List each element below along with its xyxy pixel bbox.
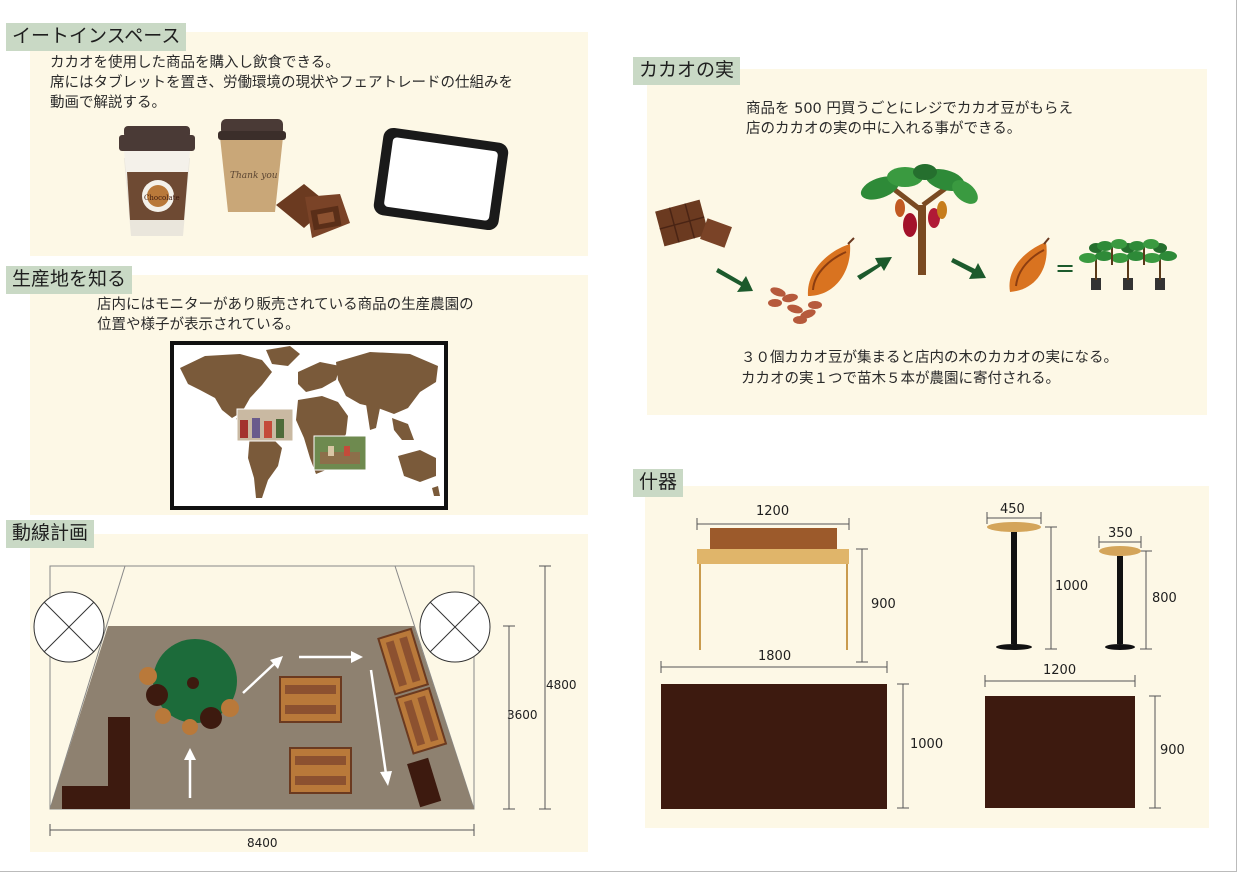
saplings-icon [1079,239,1177,290]
high-stool-large [987,522,1041,650]
arrow-1-icon [716,268,753,292]
eat-in-line-1: カカオを使用した商品を購入し飲食できる。 [50,55,340,71]
dimension-lines [49,565,551,836]
dim-stool-small-w: 350 [1108,526,1133,541]
counter-plan [661,684,887,809]
dim-counter-base-d: 1000 [910,737,944,752]
light-fixture-right-icon [419,591,491,663]
dim-stool-big-h: 1000 [1055,579,1089,594]
fixtures-title: 什器 [633,469,684,497]
cacao-beans-icon [768,287,822,324]
origin-line-1: 店内にはモニターがあり販売されている商品の生産農園の [97,297,474,313]
equals-sign: = [1055,254,1075,282]
origin-line-2: 位置や様子が表示されている。 [97,317,300,333]
cacao-pod-icon [1009,237,1050,292]
dim-stool-big-w: 450 [1000,502,1025,517]
dim-table-w: 1200 [1043,663,1077,678]
cacao-bottom-line-2: カカオの実１つで苗木５本が農園に寄付される。 [741,371,1060,387]
l-counter [62,717,130,809]
dim-width-label: 8400 [247,836,278,850]
arrow-2-icon [857,257,892,280]
dim-depth-inner-label: 3600 [507,708,538,722]
arrow-3-icon [951,258,986,279]
dim-counter-h: 900 [871,597,896,612]
cacao-tree-icon [860,164,978,275]
flow-arrows [184,651,392,798]
cup-2-label: Thank you [230,171,278,181]
chocolate-icon [276,184,350,238]
world-map [180,346,440,498]
eat-in-line-2: 席にはタブレットを置き、労働環境の現状やフェアトレードの仕組みを [50,75,513,91]
cacao-pod-open-icon [807,237,855,296]
display-shelf-1 [279,676,342,723]
cacao-bottom-line-1: ３０個カカオ豆が集まると店内の木のカカオの実になる。 [741,350,1118,366]
coffee-cup-icon: Chocolate [119,126,195,236]
origin-title: 生産地を知る [6,266,133,294]
cacao-top-line-1: 商品を 500 円買うごとにレジでカカオ豆がもらえ [746,101,1073,117]
dim-table-d: 900 [1160,743,1185,758]
round-table [139,639,239,735]
coffee-cup-2-icon: Thank you [218,119,286,212]
dim-counter-base-w: 1800 [758,649,792,664]
light-fixture-left-icon [33,591,105,663]
farm-photo-1 [236,408,294,442]
cacao-top-line-2: 店のカカオの実の中に入れる事ができる。 [746,121,1022,137]
dim-stool-small-h: 800 [1152,591,1177,606]
display-shelf-2 [289,747,352,794]
eat-in-line-3: 動画で解説する。 [50,95,166,111]
cup-label: Chocolate [144,194,180,202]
high-stool-small [1099,546,1141,650]
cacao-title: カカオの実 [633,57,741,85]
wall-shelf [377,627,448,755]
chocolate-bar-icon [655,199,732,248]
dim-depth-outer-label: 4800 [546,678,577,692]
flow-title: 動線計画 [6,520,95,548]
register-counter [407,757,442,808]
fixture-dimension-lines [660,512,1161,809]
table-plan [985,696,1135,808]
farm-photo-2 [313,435,367,471]
eat-in-title: イートインスペース [6,23,187,51]
dim-counter-top-w: 1200 [756,504,790,519]
counter-elevation [697,528,849,650]
tablet-icon [373,127,509,231]
